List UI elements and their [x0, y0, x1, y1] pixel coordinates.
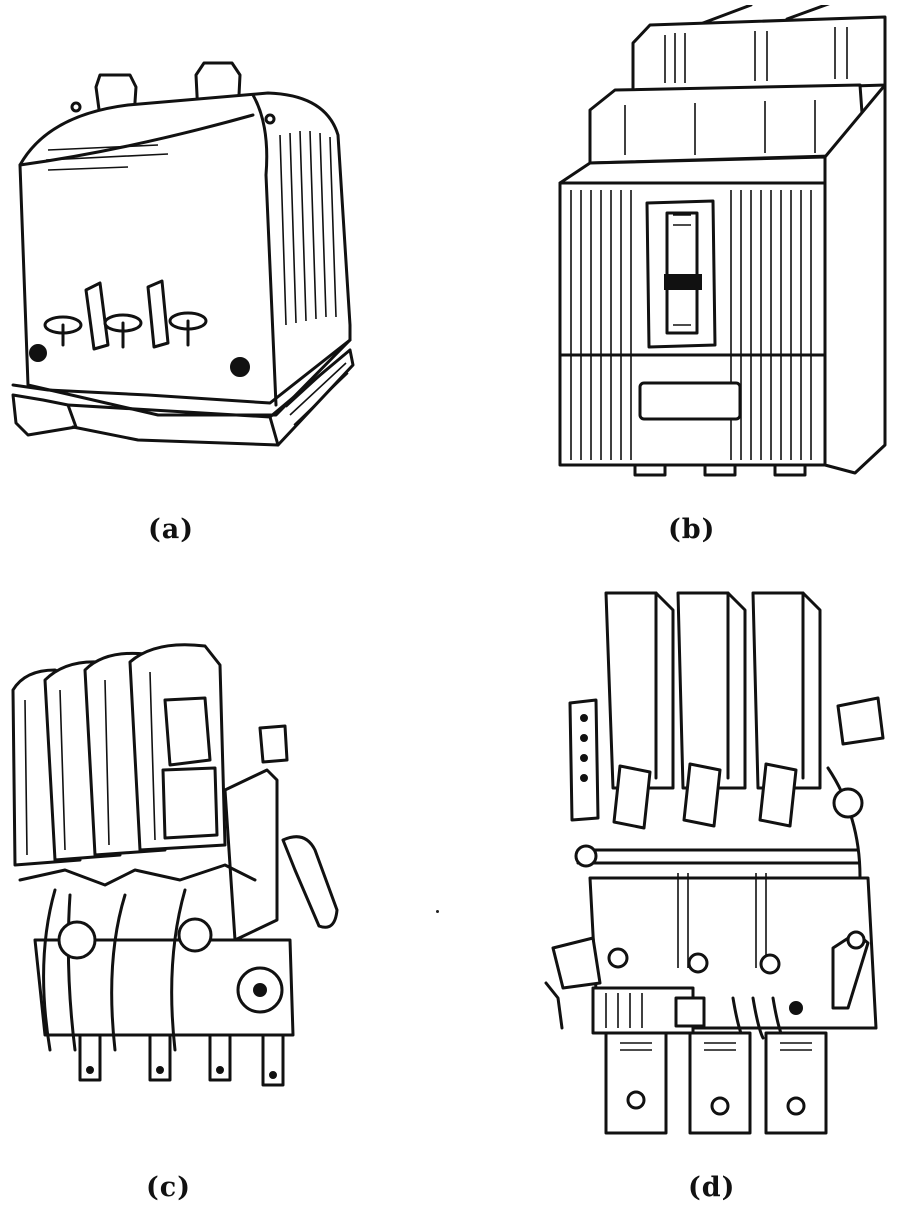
figure-d-caption: (d) — [688, 1172, 736, 1203]
figure-a-caption: (a) — [148, 514, 195, 545]
figure-a-illustration — [8, 55, 358, 455]
figure-b-illustration — [555, 5, 910, 480]
figure-b-caption: (b) — [668, 514, 716, 545]
molded-case-breaker-icon — [558, 5, 887, 477]
figure-c-illustration — [5, 640, 345, 1100]
figure-d-illustration — [538, 588, 896, 1143]
open-frame-breaker-icon — [11, 643, 339, 1087]
contactor-assembly-icon — [544, 591, 885, 1135]
sealed-relay-icon — [11, 61, 355, 447]
figure-c-caption: (c) — [146, 1172, 191, 1203]
stray-dot — [436, 910, 439, 913]
